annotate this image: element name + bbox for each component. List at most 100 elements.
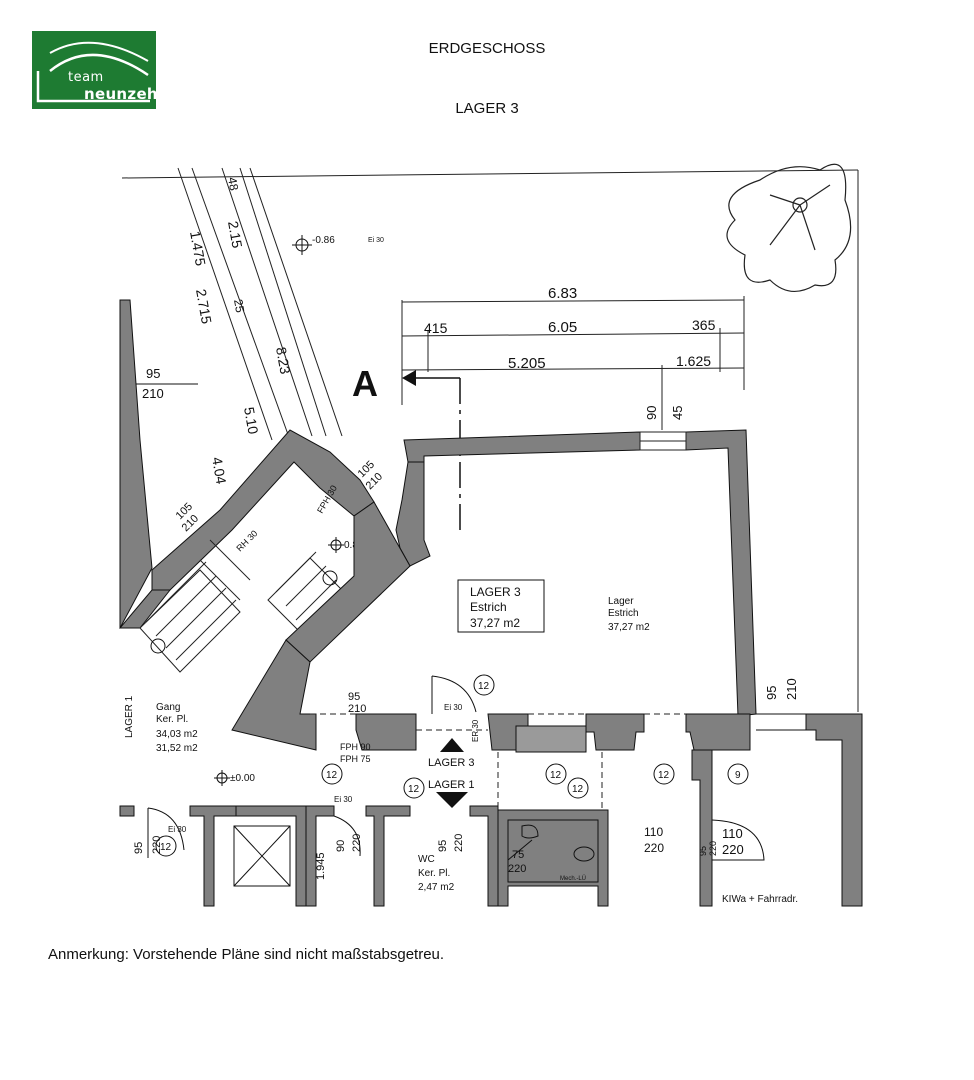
marker-1: 12 (478, 681, 490, 692)
wc-area: 2,47 m2 (418, 882, 455, 893)
kiwa-wall-left (691, 749, 713, 907)
room-alt-area: 37,27 m2 (608, 622, 650, 633)
door-wc-left-h: 220 (453, 834, 465, 852)
door-swing-lager (431, 675, 477, 714)
level-marker-top (292, 235, 312, 255)
door-left-small-h: 220 (151, 836, 163, 854)
stair-label: RH 30 (234, 528, 259, 553)
dim-slant-2715: 2.715 (193, 288, 215, 325)
level-gang: ±0.00 (230, 773, 255, 784)
left-wall (119, 299, 153, 629)
door-swing-bottom-left (147, 807, 185, 858)
dim-slant-404: 4.04 (209, 456, 230, 486)
bottom-walls (119, 805, 609, 907)
room-alt-name: Lager (608, 596, 634, 607)
door-gang-w: 95 (348, 691, 360, 703)
lager3-small: LAGER 3 (428, 757, 474, 769)
marker-3: 12 (550, 770, 562, 781)
door-right-h: 210 (784, 678, 799, 700)
door-bottom-mid-h: 220 (644, 841, 664, 855)
door-wc-left-w: 95 (437, 840, 449, 852)
wc-leader (507, 839, 533, 861)
room-main-area: 37,27 m2 (470, 616, 520, 630)
dim-1945: 1.945 (315, 852, 327, 880)
door-elevator-h: 220 (351, 834, 363, 852)
door-code-left: Ei 30 (168, 825, 187, 834)
kiwa-label: KIWa + Fahrradr. (722, 894, 798, 905)
lager-wall-bottom (355, 713, 751, 753)
wc-door-w: 75 (512, 849, 524, 861)
section-marker: A (352, 363, 378, 404)
dim-total: 6.83 (548, 285, 577, 302)
dimension-chain-top (401, 296, 745, 430)
gang-name: Gang (156, 702, 180, 713)
lager-wall-top-right (685, 429, 757, 717)
dim-slant-48: 48 (225, 176, 241, 192)
marker-6: 12 (572, 784, 584, 795)
dim-right: 365 (692, 317, 716, 333)
lager-wall-diagonal (285, 501, 411, 663)
door-swing-elevator (333, 815, 361, 857)
section-arrow-icon (402, 370, 416, 386)
triangle-up-icon (440, 738, 464, 752)
stair-circle-left (150, 638, 166, 654)
level-marker-gang (214, 770, 230, 786)
level-marker-stair (328, 537, 344, 553)
fph2: FPH 75 (340, 754, 371, 764)
door-type-lager: ER 30 (471, 719, 480, 742)
lager1-side: LAGER 1 (124, 695, 135, 738)
door-gang-h: 210 (348, 703, 366, 715)
marker-7: 12 (160, 842, 172, 853)
door-code-gang: Ei 30 (444, 703, 463, 712)
wc-name: WC (418, 854, 435, 865)
wc-floor: Ker. Pl. (418, 868, 450, 879)
unit-title: LAGER 3 (455, 100, 519, 117)
lager-wall-top-left (403, 431, 641, 463)
marker-2: 12 (326, 770, 338, 781)
gang-wall-corner (231, 639, 317, 751)
dim-slant-510: 5.10 (241, 406, 262, 436)
triangle-down-icon (436, 792, 468, 808)
dim-slant-25: 25 (231, 298, 247, 314)
dim-left: 415 (424, 320, 448, 336)
room-main-floor: Estrich (470, 600, 507, 614)
dim-slant-215: 2.15 (225, 220, 246, 250)
window-height: 45 (670, 406, 685, 420)
gang-area1: 34,03 m2 (156, 729, 198, 740)
site-boundary (121, 167, 859, 712)
dim-sub-right: 1.625 (676, 353, 711, 369)
team-neunzehn-logo: team neunzehn (32, 31, 169, 109)
door-bottom-left-h: 220 (708, 841, 718, 856)
logo-roof-graphic (36, 41, 150, 103)
fph1: FPH 90 (340, 742, 371, 752)
window-width: 90 (644, 406, 659, 420)
wc-fixtures (507, 819, 599, 883)
stair-circle-right (322, 570, 338, 586)
dim-mid: 6.05 (548, 319, 577, 336)
dim-sub: 5.205 (508, 355, 546, 372)
marker-8: 9 (735, 770, 741, 781)
left-opening-w: 95 (146, 366, 160, 381)
door-bottom-left-w: 95 (698, 846, 708, 856)
wc-door-h: 220 (508, 863, 526, 875)
logo-word-team: team (68, 70, 104, 85)
marker-4: 12 (658, 770, 670, 781)
level-top: -0.86 (312, 235, 335, 246)
floor-code-top: Ei 30 (368, 237, 384, 244)
marker-5: 12 (408, 784, 420, 795)
gang-area2: 31,52 m2 (156, 743, 198, 754)
marker-circles (155, 674, 749, 857)
logo-word-neunzehn: neunzehn (84, 85, 169, 103)
scale-disclaimer: Anmerkung: Vorstehende Pläne sind nicht … (48, 946, 445, 963)
floor-title: ERDGESCHOSS (428, 40, 546, 57)
left-opening-h: 210 (142, 386, 164, 401)
stair-wall-corner (118, 589, 172, 629)
door-elevator-w: 90 (335, 840, 347, 852)
door-bottom-mid-w: 110 (644, 825, 663, 839)
elevator-box (233, 825, 291, 887)
door-left-small-w: 95 (133, 842, 145, 854)
window-top (639, 431, 687, 451)
wc-equip: Mech.-LÜ (560, 875, 586, 882)
door-bottom-right-h: 220 (722, 842, 744, 857)
